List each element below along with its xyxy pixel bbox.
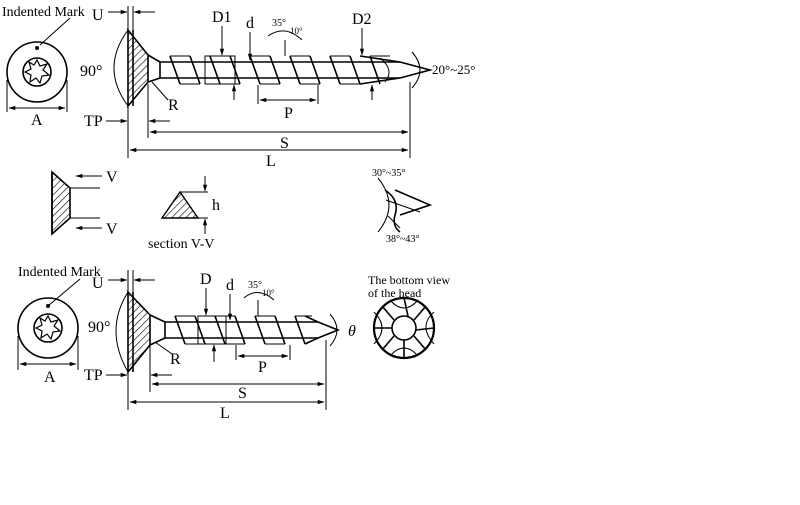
top-head-view: Indented Mark A xyxy=(2,5,85,129)
angle-90-label: 90° xyxy=(80,63,102,80)
head-inner-circle xyxy=(22,57,52,87)
bottom-thread-angle-10-label: 10° xyxy=(262,288,275,298)
dim-u-label: U xyxy=(92,7,104,24)
thread-angle-35-label: 35° xyxy=(272,18,286,29)
indented-mark-dot xyxy=(35,46,39,50)
head-outer-circle xyxy=(6,41,68,103)
section-detail: V V h section V-V xyxy=(51,169,220,252)
tip-angle-bottom-label: 38°~43° xyxy=(386,234,419,245)
bottom-dim-p-label: P xyxy=(258,359,267,376)
screw-head-profile xyxy=(127,27,149,109)
bottom-dim-s-label: S xyxy=(238,385,247,402)
bottom-indented-mark-label: Indented Mark xyxy=(18,265,101,280)
bottom-thread-lines xyxy=(174,315,312,345)
ribbed-section xyxy=(204,55,236,85)
top-indented-mark-label: Indented Mark xyxy=(2,5,85,20)
thread-lines xyxy=(169,55,390,85)
bottom-screw-tip xyxy=(304,315,341,345)
bottom-head-outer-circle xyxy=(17,297,79,359)
angle-90-arc xyxy=(113,29,129,107)
indented-mark-leader xyxy=(39,17,71,46)
bottom-dim-d-small-label: d xyxy=(226,277,234,294)
bottom-dim-r-label: R xyxy=(170,351,181,368)
top-screw-drawing: Indented Mark A U 90° xyxy=(2,5,475,170)
tip-detail: 30°~35° 38°~43° xyxy=(372,168,433,245)
bottom-angle-90-label: 90° xyxy=(88,319,110,336)
dim-r-label: R xyxy=(168,97,179,114)
bottom-view-caption-line1: The bottom view xyxy=(368,273,450,287)
bottom-screw-drawing: Indented Mark A U 90° D xyxy=(17,265,450,422)
dim-d-label: d xyxy=(246,15,254,32)
dim-tp-label: TP xyxy=(84,113,103,130)
dim-d2-label: D2 xyxy=(352,11,372,28)
dim-l-label: L xyxy=(266,153,276,170)
bottom-dim-u-label: U xyxy=(92,275,104,292)
bottom-dim-d-label: D xyxy=(200,271,212,288)
dim-d1-label: D1 xyxy=(212,9,232,26)
section-triangle xyxy=(160,190,200,219)
dim-p-label: P xyxy=(284,105,293,122)
section-head-profile xyxy=(51,170,71,236)
bottom-ribbed-section xyxy=(197,315,227,345)
thread-angle-10-label: 10° xyxy=(290,26,303,36)
bottom-view-caption-line2: of the head xyxy=(368,286,421,300)
section-h-label: h xyxy=(212,197,220,214)
bottom-dim-a-label: A xyxy=(44,369,56,386)
bottom-thread-angle-35-label: 35° xyxy=(248,280,262,291)
dim-a-label: A xyxy=(31,112,43,129)
section-v-bottom-label: V xyxy=(106,221,118,238)
dim-s-label: S xyxy=(280,135,289,152)
section-v-top-label: V xyxy=(106,169,118,186)
bottom-dim-tp-label: TP xyxy=(84,367,103,384)
bottom-view-head-icon xyxy=(372,296,436,360)
bottom-theta-label: θ xyxy=(348,323,356,340)
torx-recess-icon xyxy=(23,58,51,85)
tip-angle-label: 20°~25° xyxy=(432,62,475,77)
bottom-dim-l-label: L xyxy=(220,405,230,422)
bottom-screw-head-profile xyxy=(127,290,151,375)
bottom-head-view: Indented Mark A xyxy=(17,265,101,386)
bottom-torx-recess-icon xyxy=(34,314,62,341)
section-caption: section V-V xyxy=(148,237,215,252)
tip-angle-top-label: 30°~35° xyxy=(372,168,405,179)
